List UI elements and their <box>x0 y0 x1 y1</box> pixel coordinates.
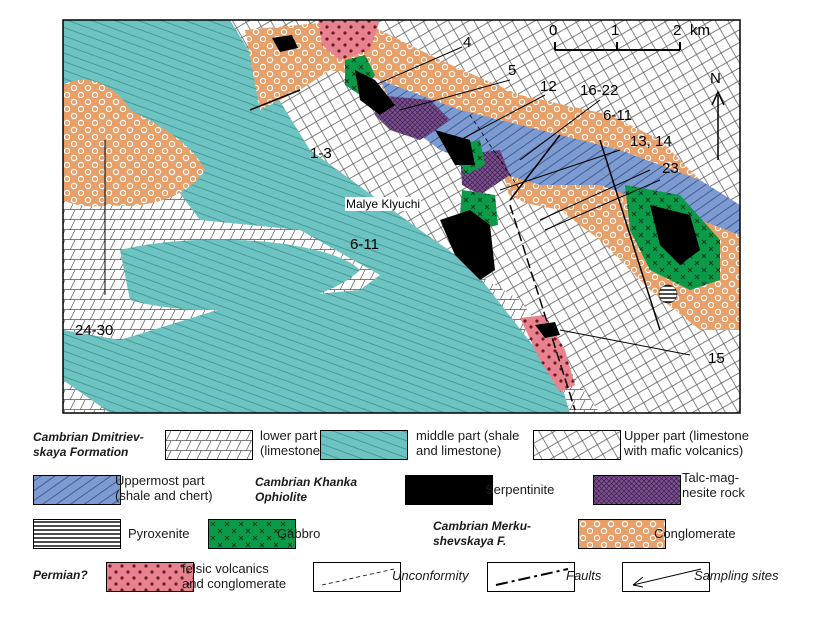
swatch-gabbro <box>208 519 296 549</box>
legend-group-khanka: Cambrian Khanka Ophiolite <box>255 475 358 504</box>
unit-upper-center <box>430 155 740 413</box>
site-label: 15 <box>708 350 725 367</box>
swatch-lower <box>165 430 253 460</box>
sampling-arrow <box>459 94 546 141</box>
unit-felsic-north <box>318 20 380 60</box>
swatch-unconformity <box>313 562 401 592</box>
legend-felsic: felsic volcanics and conglomerate <box>182 561 287 591</box>
place-label: Malye Klyuchi <box>345 197 422 211</box>
site-label: 5 <box>508 62 517 79</box>
fault-line <box>249 89 301 111</box>
site-label: 1-3 <box>310 145 332 162</box>
unit-pyroxenite <box>658 284 678 304</box>
site-label: 6-11 <box>603 107 632 124</box>
swatch-middle <box>320 430 408 460</box>
scale-tick-1: 1 <box>611 22 620 39</box>
legend-middle: middle part (shale and limestone) <box>416 428 520 458</box>
scale-tick-0: 0 <box>549 22 558 39</box>
scale-bar <box>554 42 681 51</box>
swatch-upper <box>533 430 621 460</box>
north-arrow <box>711 90 725 160</box>
legend-conglomerate: Conglomerate <box>654 526 736 541</box>
site-label: 4 <box>463 34 472 51</box>
legend-pyroxenite: Pyroxenite <box>128 526 190 541</box>
unit-serpentinite-1 <box>272 35 298 52</box>
fault-line <box>509 204 576 411</box>
legend-group-dmitrievskaya: Cambrian Dmitriev- skaya Formation <box>33 430 144 459</box>
site-label: 24-30 <box>75 322 114 339</box>
site-label: 23 <box>662 160 679 177</box>
sampling-arrow <box>374 46 463 86</box>
swatch-pyroxenite <box>33 519 121 549</box>
unit-conglomerate-west <box>63 79 205 207</box>
unit-serpentinite-6 <box>535 322 560 338</box>
swatch-faults <box>487 562 575 592</box>
sampling-arrow <box>544 179 661 231</box>
site-label: 12 <box>540 78 557 95</box>
legend-faults: Faults <box>566 568 602 583</box>
swatch-serpentinite <box>405 475 493 505</box>
legend-group-permian: Permian? <box>33 568 88 582</box>
map-frame <box>62 19 741 414</box>
legend-upper: Upper part (limestone with mafic volcani… <box>624 428 749 458</box>
legend-lower: lower part (limestone) <box>260 428 325 458</box>
scale-tick-2: 2 <box>673 22 682 39</box>
legend-talc: Talc-mag- nesite rock <box>682 470 745 500</box>
fault-line <box>599 139 661 331</box>
unit-serpentinite-5 <box>650 205 700 265</box>
legend-gabbro: Gabbro <box>277 526 321 541</box>
unit-middle-shale <box>63 20 570 413</box>
legend-sampling: Sampling sites <box>694 568 779 583</box>
sampling-arrow <box>519 99 601 161</box>
unit-felsic-south <box>520 315 575 392</box>
legend-group-merkushevskaya: Cambrian Merku- shevskaya F. <box>433 519 532 548</box>
swatch-uppermost <box>33 475 121 505</box>
sampling-arrow <box>539 169 651 221</box>
site-label: 6-11 <box>350 236 379 253</box>
sampling-arrow <box>399 79 511 111</box>
legend-serpentinite: Serpentinite <box>485 482 555 497</box>
fault-line <box>509 134 561 201</box>
unit-conglomerate-north <box>245 22 740 330</box>
swatch-talc <box>593 475 681 505</box>
legend-unconformity: Unconformity <box>392 568 469 583</box>
site-label: 16-22 <box>580 82 619 99</box>
scale-unit: km <box>690 22 710 39</box>
unconformity-line <box>469 114 521 191</box>
sampling-arrows <box>104 46 691 356</box>
unit-serpentinite-4 <box>440 210 495 280</box>
swatch-conglomerate <box>578 519 666 549</box>
site-label: 13, 14 <box>630 133 672 150</box>
legend-uppermost: Uppermost part (shale and chert) <box>115 473 213 503</box>
north-label: N <box>710 70 721 87</box>
unit-serpentinite-3 <box>435 130 475 165</box>
sampling-arrow <box>499 149 621 191</box>
unit-serpentinite-2 <box>355 70 395 115</box>
swatch-felsic <box>106 562 194 592</box>
unit-middle-shale-2 <box>120 239 360 310</box>
unit-talc <box>375 95 450 140</box>
sampling-arrow <box>559 329 691 356</box>
swatch-sampling <box>622 562 710 592</box>
